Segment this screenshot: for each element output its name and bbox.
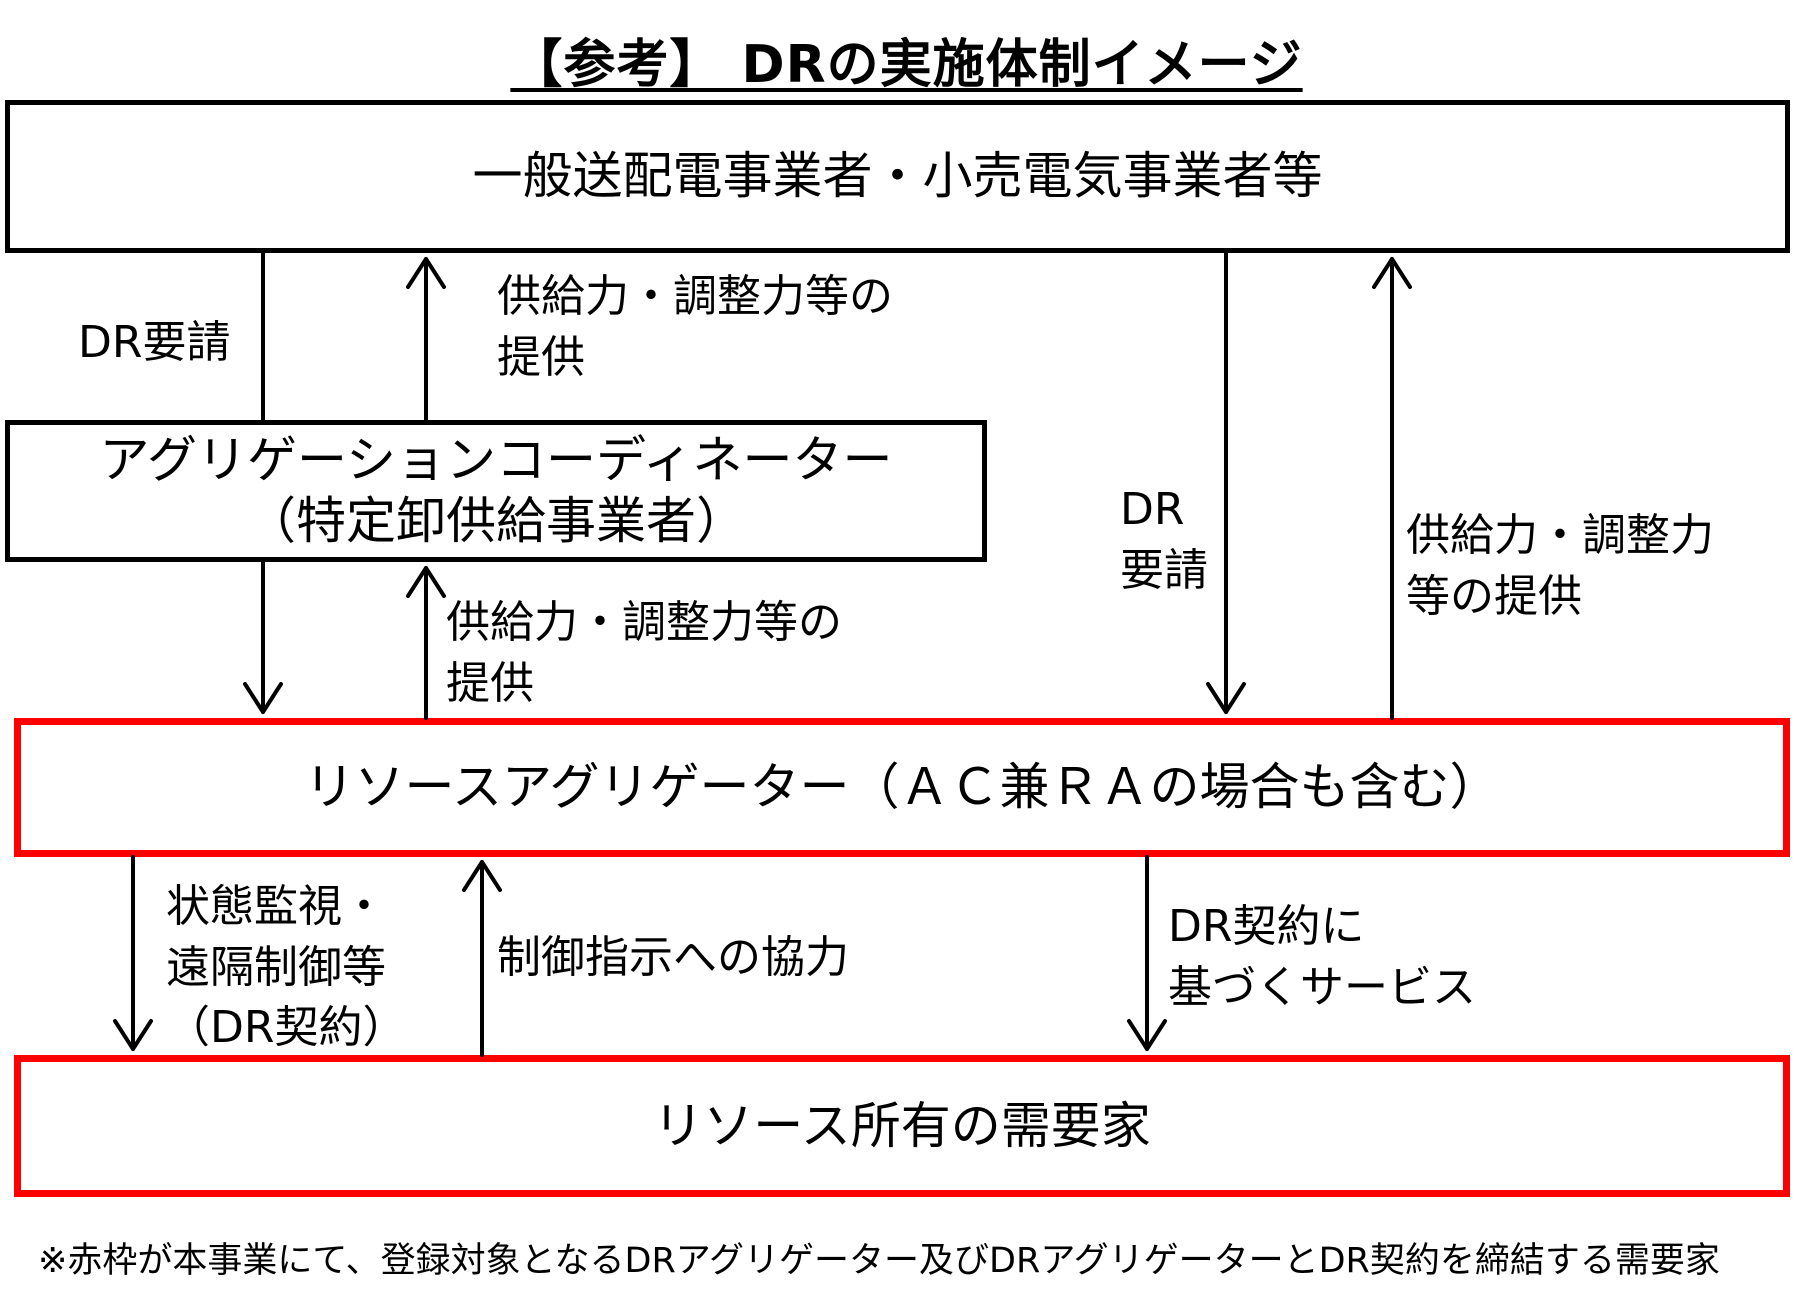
supply-mid-arrowhead: [406, 566, 446, 598]
utility-retailer-box: 一般送配電事業者・小売電気事業者等: [5, 100, 1790, 253]
resource-consumer-label: リソース所有の需要家: [653, 1096, 1151, 1155]
page-title: 【参考】 DRの実施体制イメージ: [510, 35, 1303, 95]
dr-request-left-label: DR要請: [78, 317, 231, 368]
supply-top-arrowhead: [406, 257, 446, 289]
aggregation-coordinator-box: アグリゲーションコーディネーター （特定卸供給事業者）: [5, 420, 987, 562]
supply-mid-label: 供給力・調整力等の 提供: [446, 597, 842, 709]
utility-retailer-label: 一般送配電事業者・小売電気事業者等: [472, 147, 1323, 205]
aggregation-coordinator-sublabel: （特定卸供給事業者）: [246, 492, 746, 550]
resource-aggregator-box: リソースアグリゲーター（ＡＣ兼ＲＡの場合も含む）: [14, 718, 1790, 857]
monitor-down-arrowhead: [113, 1019, 153, 1051]
dr-service-label: DR契約に 基づくサービス: [1168, 901, 1476, 1013]
dr-service-down-arrowhead: [1127, 1019, 1167, 1051]
resource-aggregator-label: リソースアグリゲーター（ＡＣ兼ＲＡの場合も含む）: [304, 758, 1500, 816]
dr-request-down-arrowhead: [243, 682, 283, 714]
footnote: ※赤枠が本事業にて、登録対象となるDRアグリゲーター及びDRアグリゲーターとDR…: [38, 1241, 1720, 1281]
supply-right-label: 供給力・調整力 等の提供: [1406, 510, 1714, 622]
cooperation-up-arrowhead: [462, 860, 502, 892]
supply-right-arrowhead: [1372, 257, 1412, 289]
resource-consumer-box: リソース所有の需要家: [14, 1055, 1790, 1197]
monitor-label: 状態監視・ 遠隔制御等 （DR契約）: [166, 881, 407, 1054]
aggregation-coordinator-label: アグリゲーションコーディネーター: [99, 431, 893, 489]
dr-request-right-arrowhead: [1206, 682, 1246, 714]
supply-top-label: 供給力・調整力等の 提供: [497, 271, 893, 383]
dr-request-right-label: DR 要請: [1120, 484, 1208, 596]
cooperation-label: 制御指示への協力: [497, 932, 849, 983]
